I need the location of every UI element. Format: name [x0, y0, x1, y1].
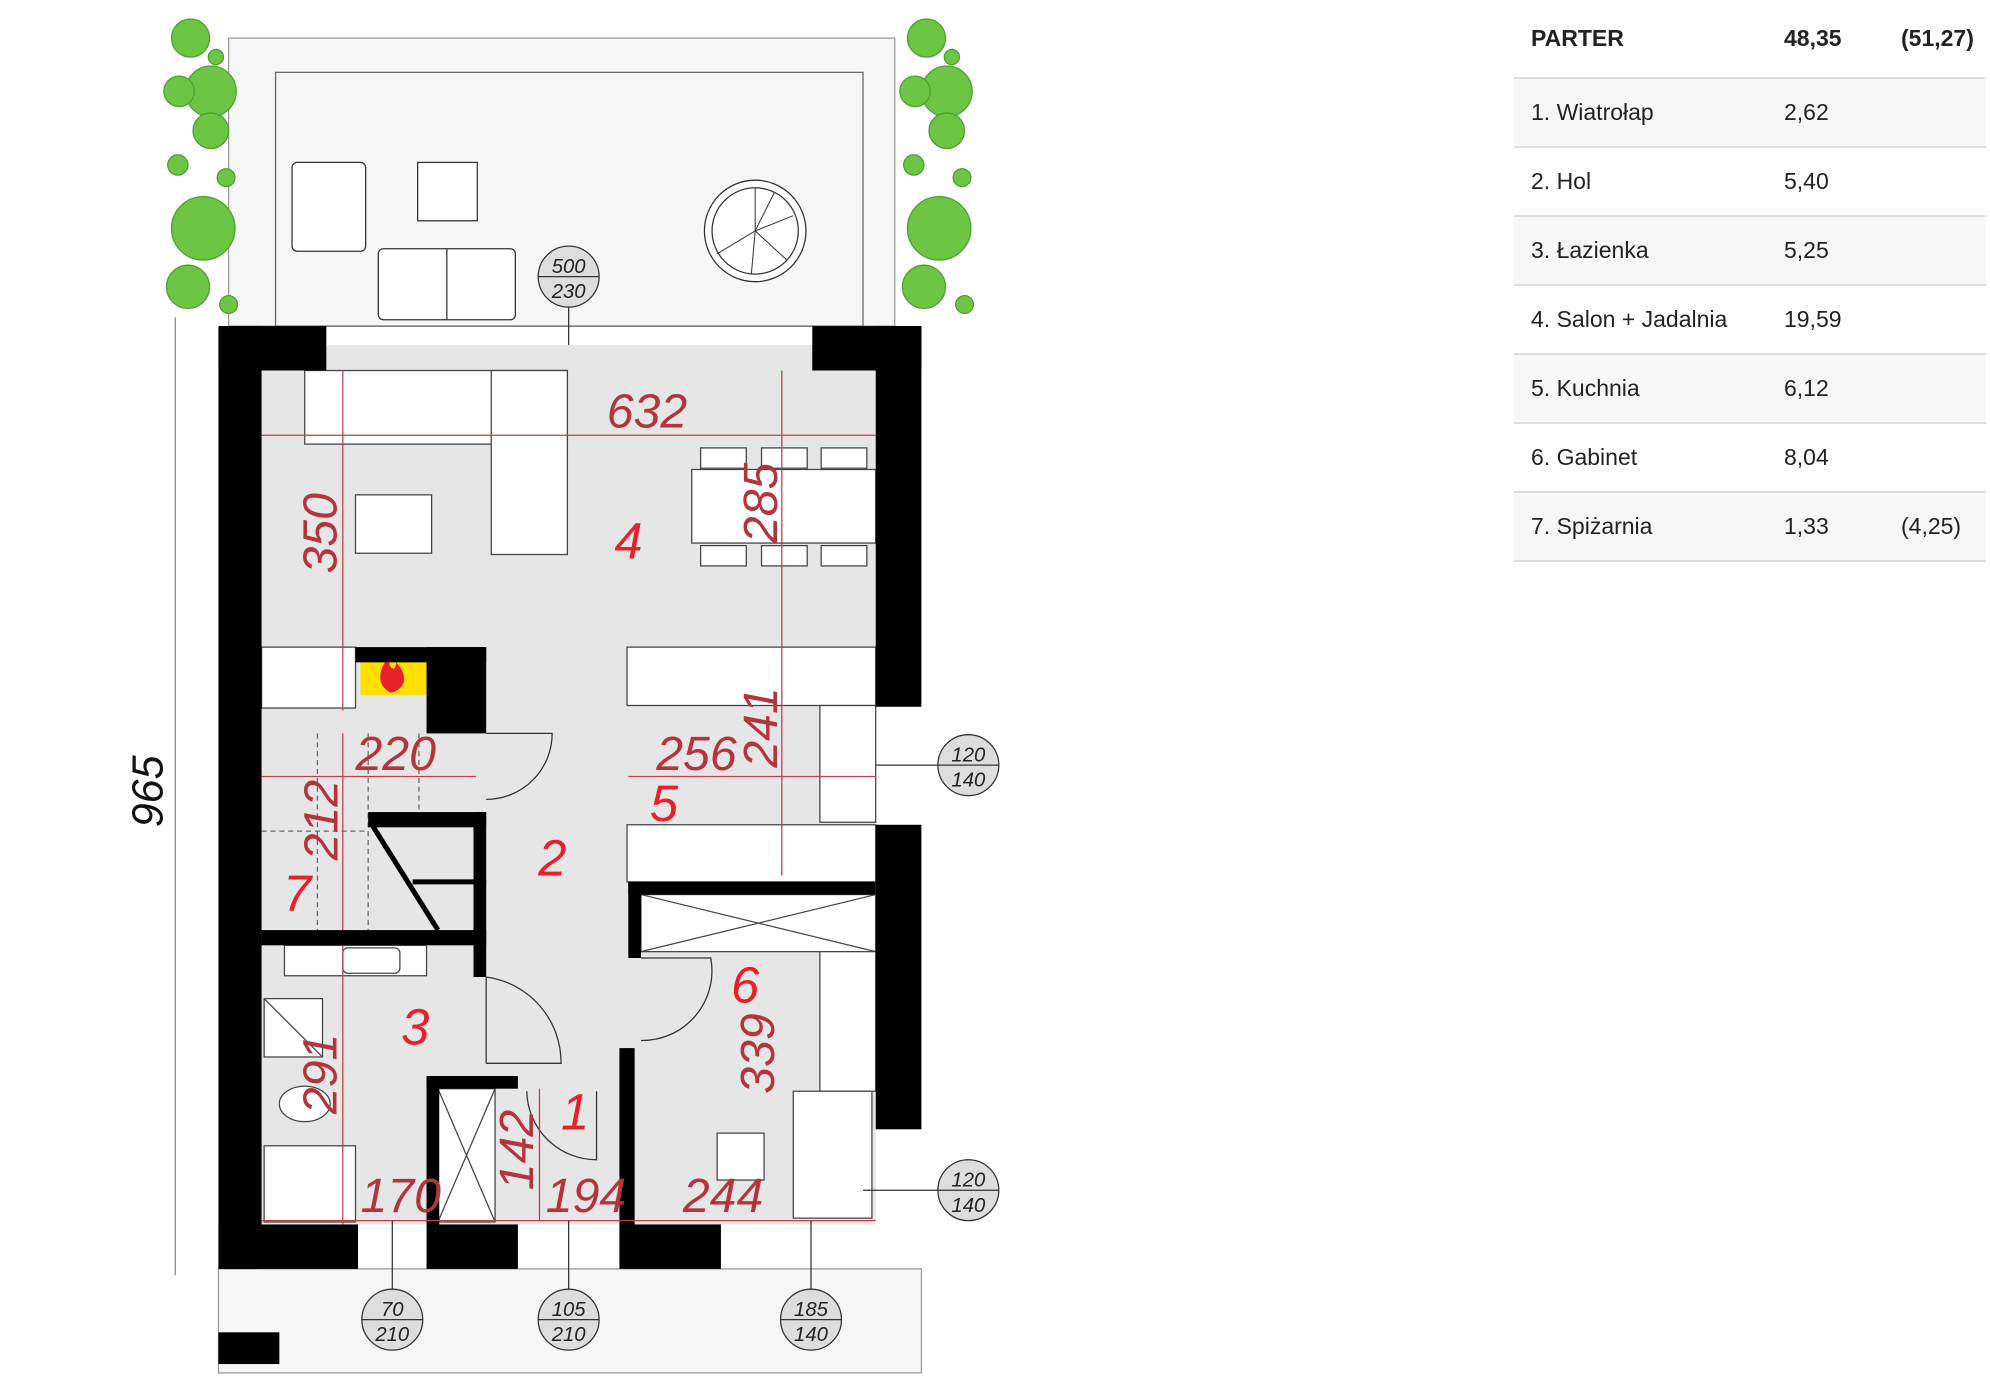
- svg-text:500: 500: [552, 256, 587, 278]
- opening-tag: 105 210: [537, 1220, 600, 1351]
- dimension-142: 142: [490, 1110, 544, 1191]
- floor-name: PARTER: [1514, 0, 1767, 79]
- room-number-4: 4: [614, 512, 642, 569]
- table-header-row: PARTER 48,35 (51,27): [1514, 0, 1986, 79]
- room-area: 2,62: [1767, 78, 1884, 148]
- svg-text:105: 105: [552, 1299, 587, 1321]
- dimension-lines: [261, 370, 876, 1225]
- tree-icon: [163, 18, 239, 315]
- floor-area: 48,35: [1767, 0, 1884, 79]
- opening-tag: 70 210: [361, 1220, 424, 1351]
- floor-area-total: (51,27): [1884, 0, 1986, 79]
- furniture: [260, 369, 877, 1223]
- room-number-7: 7: [283, 865, 313, 922]
- room-area: 1,33: [1767, 492, 1884, 562]
- dimension-244: 244: [682, 1169, 763, 1223]
- svg-text:230: 230: [551, 281, 587, 303]
- svg-text:185: 185: [794, 1299, 829, 1321]
- room-area: 5,25: [1767, 216, 1884, 286]
- room-name: 2. Hol: [1514, 147, 1767, 217]
- dimension-339: 339: [731, 1013, 785, 1093]
- dimension-350: 350: [293, 493, 347, 574]
- room-name: 5. Kuchnia: [1514, 354, 1767, 424]
- room-area-extra: [1884, 216, 1986, 286]
- terrace-furniture: [291, 161, 807, 321]
- dimension-241: 241: [734, 687, 788, 768]
- room-number-5: 5: [650, 775, 679, 832]
- fire-icon: [380, 657, 405, 693]
- room-area-extra: (4,25): [1884, 492, 1986, 562]
- walls: [218, 326, 922, 1365]
- room-number-1: 1: [561, 1083, 589, 1140]
- opening-tag: 120 140: [863, 1159, 1000, 1222]
- svg-text:120: 120: [951, 744, 986, 766]
- dimension-194: 194: [546, 1169, 626, 1223]
- dimension-632: 632: [607, 385, 688, 439]
- room-area: 19,59: [1767, 285, 1884, 355]
- room-area-extra: [1884, 354, 1986, 424]
- room-name: 3. Łazienka: [1514, 216, 1767, 286]
- room-name: 1. Wiatrołap: [1514, 78, 1767, 148]
- room-area-extra: [1884, 285, 1986, 355]
- dimension-170: 170: [361, 1169, 442, 1223]
- room-area: 8,04: [1767, 423, 1884, 493]
- tree-icon: [899, 18, 975, 315]
- total-depth-label: 965: [125, 754, 173, 827]
- svg-text:140: 140: [794, 1324, 829, 1346]
- room-name: 7. Spiżarnia: [1514, 492, 1767, 562]
- door-swings: [485, 732, 713, 1161]
- room-number-6: 6: [731, 956, 760, 1013]
- dimension-291: 291: [293, 1034, 347, 1115]
- dimension-285: 285: [734, 462, 788, 544]
- room-number-2: 2: [537, 830, 566, 887]
- room-area-extra: [1884, 423, 1986, 493]
- room-number-3: 3: [401, 998, 429, 1055]
- dimension-220: 220: [354, 727, 436, 781]
- opening-tag: 500 230: [537, 245, 600, 346]
- opening-tag: 185 140: [779, 1220, 843, 1351]
- room-area: 5,40: [1767, 147, 1884, 217]
- svg-text:140: 140: [951, 1195, 986, 1217]
- opening-tag: 120 140: [875, 734, 1000, 797]
- room-area: 6,12: [1767, 354, 1884, 424]
- room-name: 4. Salon + Jadalnia: [1514, 285, 1767, 355]
- room-area-extra: [1884, 147, 1986, 217]
- svg-text:140: 140: [951, 770, 986, 792]
- svg-text:120: 120: [951, 1169, 986, 1191]
- room-name: 6. Gabinet: [1514, 423, 1767, 493]
- svg-text:70: 70: [381, 1299, 404, 1321]
- svg-text:210: 210: [551, 1324, 587, 1346]
- dimension-212: 212: [295, 780, 349, 862]
- dimension-256: 256: [655, 727, 737, 781]
- room-area-extra: [1884, 78, 1986, 148]
- svg-text:210: 210: [374, 1324, 410, 1346]
